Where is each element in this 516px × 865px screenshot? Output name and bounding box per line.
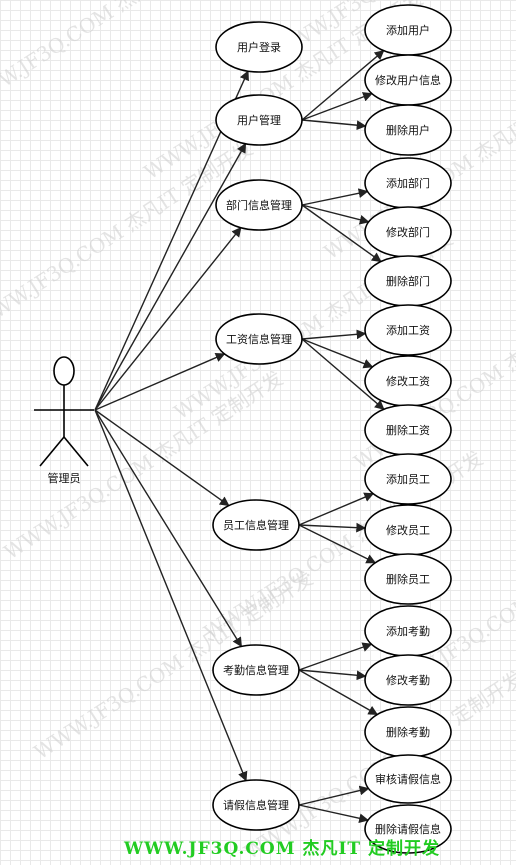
edge-actor-dept: [94, 226, 242, 411]
sub-use-case-lv_review: 审核请假信息: [364, 754, 452, 804]
edge-emp-emp_del: [298, 524, 377, 564]
sub-use-case-user_del: 删除用户: [364, 104, 452, 156]
use-case-label: 用户登录: [237, 40, 281, 54]
sub-use-case-user_add: 添加用户: [364, 4, 452, 56]
edge-attend-att_del: [298, 669, 379, 716]
use-case-ellipse: [215, 94, 303, 146]
edge-actor-user: [94, 142, 247, 411]
sub-use-case-label: 删除部门: [386, 274, 430, 288]
actor-left-leg: [39, 436, 65, 467]
watermark-text: WWW.JF3Q.COM 杰凡IT 定制开发: [0, 0, 247, 114]
edge-actor-salary: [94, 352, 226, 411]
sub-use-case-label: 删除员工: [386, 572, 430, 586]
sub-use-case-label: 修改员工: [386, 523, 430, 537]
use-case-emp: 员工信息管理: [212, 499, 300, 551]
sub-use-case-ellipse: [364, 104, 452, 156]
sub-use-case-dept_edit: 修改部门: [364, 206, 452, 258]
use-case-label: 考勤信息管理: [223, 663, 289, 677]
sub-use-case-ellipse: [364, 754, 452, 804]
edge-leave-lv_review: [298, 785, 370, 806]
use-case-label: 用户管理: [237, 113, 281, 127]
sub-use-case-label: 审核请假信息: [375, 772, 441, 786]
sub-use-case-user_edit: 修改用户信息: [364, 54, 452, 106]
use-case-dept: 部门信息管理: [215, 179, 303, 231]
edge-emp-emp_edit: [298, 522, 367, 533]
sub-use-case-label: 修改部门: [386, 225, 430, 239]
edge-dept-dept_edit: [301, 204, 370, 225]
actor-head: [53, 356, 75, 386]
use-case-label: 部门信息管理: [226, 198, 292, 212]
edge-attend-att_edit: [298, 669, 367, 681]
sub-use-case-label: 修改工资: [386, 374, 430, 388]
edge-actor-emp: [94, 409, 230, 507]
sub-use-case-emp_edit: 修改员工: [364, 504, 452, 556]
edge-leave-lv_del: [298, 804, 369, 824]
use-case-salary: 工资信息管理: [215, 313, 303, 365]
use-case-attend: 考勤信息管理: [212, 644, 300, 696]
sub-use-case-ellipse: [364, 304, 452, 356]
use-case-ellipse: [215, 21, 303, 73]
actor-label: 管理员: [48, 471, 81, 485]
sub-use-case-label: 添加员工: [386, 472, 430, 486]
sub-use-case-sal_edit: 修改工资: [364, 355, 452, 407]
use-case-ellipse: [212, 499, 300, 551]
sub-use-case-att_edit: 修改考勤: [364, 654, 452, 706]
sub-use-case-dept_del: 删除部门: [364, 255, 452, 307]
edge-emp-emp_add: [298, 492, 375, 526]
edge-actor-leave: [94, 409, 248, 782]
use-case-ellipse: [215, 179, 303, 231]
edge-dept-dept_add: [301, 188, 369, 206]
use-case-label: 员工信息管理: [223, 518, 289, 532]
sub-use-case-label: 添加考勤: [386, 624, 430, 638]
sub-use-case-att_add: 添加考勤: [364, 605, 452, 657]
sub-use-case-label: 添加部门: [386, 176, 430, 190]
edge-dept-dept_del: [301, 204, 382, 263]
edge-layer: [94, 49, 385, 824]
edge-salary-sal_del: [301, 338, 385, 410]
sub-use-case-label: 删除工资: [386, 423, 430, 437]
sub-use-case-label: 添加用户: [386, 23, 430, 37]
sub-use-case-ellipse: [364, 453, 452, 505]
sub-use-case-lv_del: 删除请假信息: [364, 804, 452, 854]
edge-user-user_edit: [301, 92, 373, 121]
edge-salary-sal_edit: [301, 338, 374, 369]
use-case-label: 请假信息管理: [223, 798, 289, 812]
sub-use-case-att_del: 删除考勤: [364, 706, 452, 758]
sub-use-case-ellipse: [364, 804, 452, 854]
edge-user-user_del: [301, 119, 367, 131]
use-case-login: 用户登录: [215, 21, 303, 73]
sub-use-case-label: 修改考勤: [386, 673, 430, 687]
actor-right-leg: [63, 436, 89, 467]
footer-watermark: WWW.JF3Q.COM 杰凡IT 定制开发: [124, 839, 440, 859]
sub-use-case-ellipse: [364, 654, 452, 706]
use-case-user: 用户管理: [215, 94, 303, 146]
use-case-ellipse: [215, 313, 303, 365]
sub-use-case-label: 删除请假信息: [375, 822, 441, 836]
sub-use-case-emp_add: 添加员工: [364, 453, 452, 505]
edge-user-user_add: [301, 49, 385, 121]
use-case-ellipse: [212, 644, 300, 696]
sub-use-case-label: 删除考勤: [386, 725, 430, 739]
use-case-leave: 请假信息管理: [212, 779, 300, 831]
sub-use-case-sal_add: 添加工资: [364, 304, 452, 356]
sub-use-case-label: 添加工资: [386, 323, 430, 337]
actor-figure: 管理员: [34, 356, 94, 485]
edge-salary-sal_add: [301, 329, 367, 340]
sub-use-case-sal_del: 删除工资: [364, 404, 452, 456]
sub-use-case-label: 删除用户: [386, 123, 430, 137]
edge-actor-attend: [94, 409, 243, 648]
sub-use-case-ellipse: [364, 553, 452, 605]
sub-use-case-dept_add: 添加部门: [364, 157, 452, 209]
use-case-label: 工资信息管理: [226, 332, 292, 346]
watermark-text: WWW.JF3Q.COM 杰凡IT 定制开发: [0, 136, 257, 334]
sub-use-case-label: 修改用户信息: [375, 73, 441, 87]
use-case-ellipse: [212, 779, 300, 831]
edge-attend-att_add: [298, 642, 373, 671]
sub-use-case-emp_del: 删除员工: [364, 553, 452, 605]
